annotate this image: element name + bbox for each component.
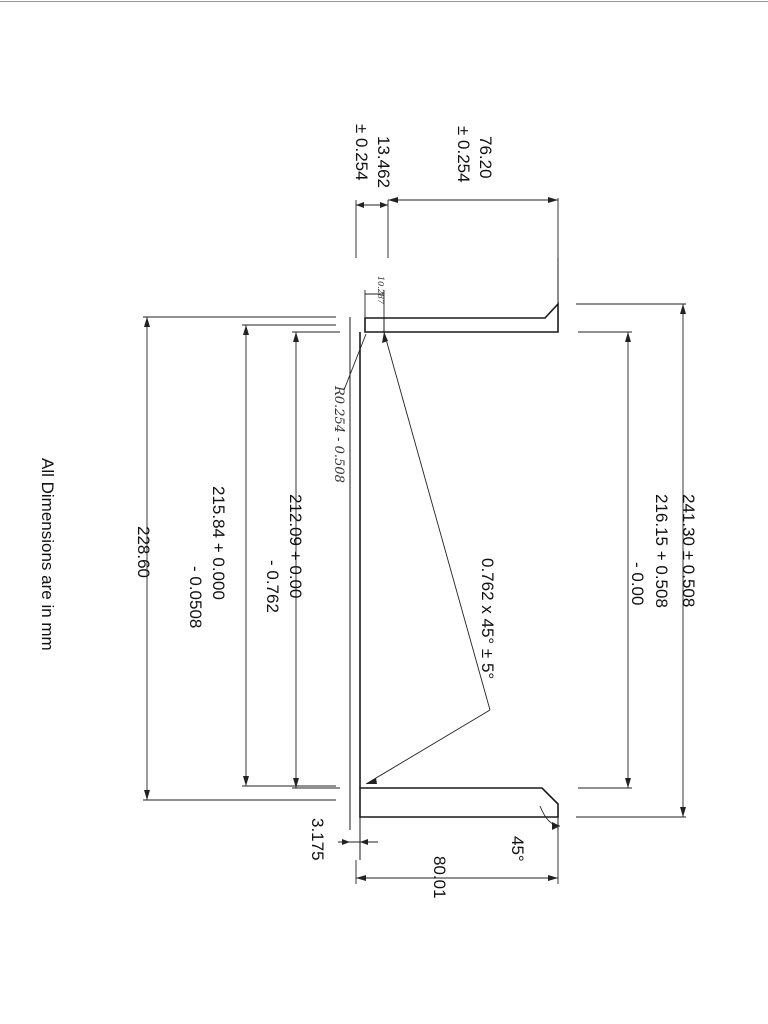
arrow-76-right [548, 197, 558, 203]
arrow-241-bottom [680, 807, 686, 817]
dim-76-tolerance: ± 0.254 [454, 126, 473, 183]
arrow-215-bottom [243, 776, 249, 786]
dim-80-label: 80.01 [430, 856, 449, 899]
chamfer-callout: 0.762 x 45° ± 5° [478, 558, 497, 679]
radius-leader [343, 333, 367, 391]
arrow-chamfer-top [382, 332, 388, 343]
dim-212-line1: 212.09 + 0.00 [286, 494, 305, 598]
top-flange-chamfer [544, 303, 559, 319]
angle-label: 45° [508, 836, 527, 862]
chamfer-leader-top [383, 331, 491, 711]
chamfer-leader-bottom [365, 709, 491, 785]
arrow-13-left [356, 202, 364, 208]
arrow-13-right [380, 202, 388, 208]
arrow-80-left [356, 875, 366, 881]
arrow-angle [552, 822, 560, 830]
dim-76-value: 76.20 [476, 136, 495, 179]
part-outline [349, 258, 559, 860]
dim-10-value: 10.287 [376, 276, 385, 305]
dim-216-line2: - 0.00 [628, 562, 647, 605]
dim-228-label: 228.60 [134, 526, 153, 578]
arrow-212-top [293, 332, 299, 342]
arrow-76-left [388, 197, 398, 203]
dim-215-line1: 215.84 + 0.000 [209, 486, 228, 600]
arrow-3-right [360, 839, 368, 845]
arrow-216-top [625, 332, 631, 342]
dim-241-label: 241.30 ± 0.508 [679, 494, 698, 607]
arrow-241-top [680, 304, 686, 314]
radius-callout: R0.254 - 0.508 [331, 385, 346, 483]
arrow-3-left [342, 839, 350, 845]
dim-216-line1: 216.15 + 0.508 [652, 494, 671, 608]
arrow-216-bottom [625, 778, 631, 788]
dim-13-tolerance: ± 0.254 [352, 124, 371, 181]
arrow-215-top [243, 325, 249, 335]
dimension-labels: 76.20 ± 0.254 13.462 ± 0.254 10.287 R0.2… [38, 124, 698, 899]
arrow-228-bottom [144, 790, 150, 800]
dim-215-line2: - 0.0508 [186, 566, 205, 628]
arrow-212-bottom [293, 778, 299, 788]
arrow-chamfer-bottom [366, 778, 377, 784]
dim-3-label: 3.175 [308, 818, 327, 861]
dim-13-value: 13.462 [374, 136, 393, 188]
dim-212-line2: - 0.762 [263, 560, 282, 613]
bottom-wall-section [359, 787, 559, 818]
units-note: All Dimensions are in mm [38, 458, 57, 651]
dimension-lines [143, 197, 686, 884]
arrow-80-right [548, 875, 558, 881]
arrow-228-top [144, 317, 150, 327]
